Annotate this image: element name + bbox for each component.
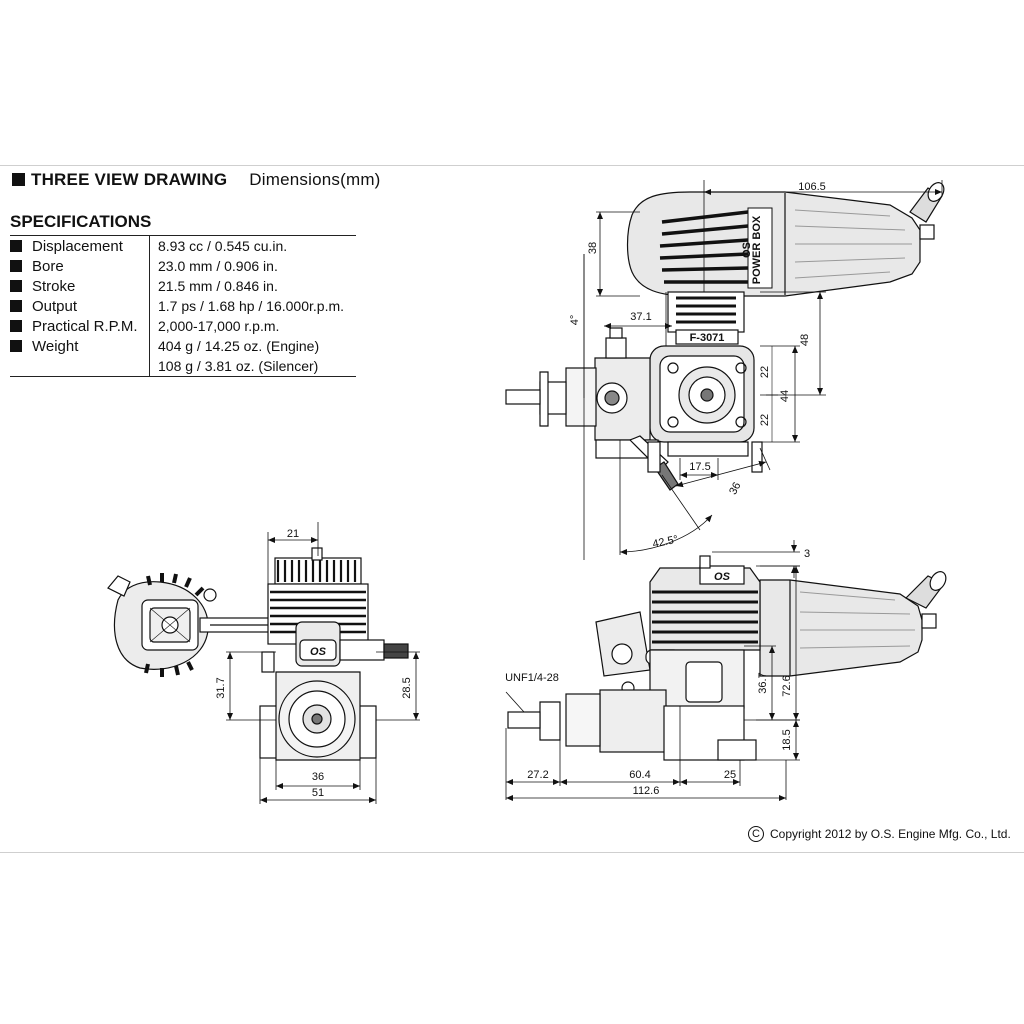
spec-row-weight: Weight 404 g / 14.25 oz. (Engine) [10, 336, 356, 356]
dim-51: 51 [312, 787, 324, 799]
bullet-square-icon [10, 280, 22, 292]
bullet-square-icon [10, 320, 22, 332]
spec-value: 2,000-17,000 r.p.m. [158, 318, 280, 334]
dim-42-5-deg: 42.5° [652, 534, 680, 551]
bullet-square-icon [10, 240, 22, 252]
dim-36-7: 36.7 [757, 672, 769, 693]
engine-logo-side: OS [714, 571, 731, 583]
dim-106-5: 106.5 [798, 181, 826, 193]
dim-3: 3 [804, 548, 810, 560]
dim-48: 48 [799, 334, 811, 346]
dim-21: 21 [287, 528, 299, 540]
header-square-icon [12, 173, 25, 186]
bullet-square-icon [10, 340, 22, 352]
side-view-dimensions [505, 540, 800, 801]
dim-22-upper: 22 [759, 366, 771, 378]
top-view-dimensions [583, 180, 943, 560]
front-view-dim-labels: 21 31.7 28.5 36 51 [215, 528, 413, 799]
spec-row-rpm: Practical R.P.M. 2,000-17,000 r.p.m. [10, 316, 356, 336]
specs-title: SPECIFICATIONS [10, 212, 152, 231]
dim-112-6: 112.6 [633, 785, 660, 797]
top-rule [0, 165, 1024, 166]
dim-17-5: 17.5 [689, 461, 710, 473]
dim-37-1: 37.1 [630, 311, 651, 323]
top-view-dim-labels: 106.5 38 4° 37.1 48 22 44 22 17.5 36 42.… [569, 181, 826, 551]
dim-72-6: 72.6 [781, 675, 793, 696]
spec-row-displacement: Displacement 8.93 cc / 0.545 cu.in. [10, 236, 356, 256]
units-label: Dimensions(mm) [249, 170, 381, 189]
spec-label: Output [32, 297, 78, 315]
front-view: OS [107, 547, 409, 761]
spec-label: Displacement [32, 237, 123, 255]
spec-label: Weight [32, 337, 79, 355]
dim-36-angled: 36 [727, 480, 743, 496]
spec-value: 8.93 cc / 0.545 cu.in. [158, 238, 288, 254]
copyright-icon: C [748, 826, 764, 842]
dim-27-2: 27.2 [527, 769, 548, 781]
model-code-text: F-3071 [690, 332, 725, 344]
dim-18-5: 18.5 [781, 729, 793, 750]
dim-60-4: 60.4 [629, 769, 650, 781]
dim-36-front: 36 [312, 771, 324, 783]
spec-value: 404 g / 14.25 oz. (Engine) [158, 338, 320, 354]
spec-label: Bore [32, 257, 64, 275]
top-view: POWER BOX OS F-3071 [505, 182, 945, 491]
bullet-square-icon [10, 300, 22, 312]
copyright-text: Copyright 2012 by O.S. Engine Mfg. Co., … [770, 827, 1011, 841]
spec-value: 23.0 mm / 0.906 in. [158, 258, 278, 274]
side-view: OS [507, 555, 947, 761]
silencer-top [626, 182, 945, 297]
silencer-logo-text: OS [741, 242, 753, 258]
spec-row-weight-silencer: 108 g / 3.81 oz. (Silencer) [10, 356, 356, 376]
drawing-header: THREE VIEW DRAWING Dimensions(mm) [12, 170, 381, 190]
dim-28-5: 28.5 [401, 677, 413, 698]
spec-value: 1.7 ps / 1.68 hp / 16.000r.p.m. [158, 298, 345, 314]
copyright: C Copyright 2012 by O.S. Engine Mfg. Co.… [748, 826, 1011, 842]
dim-31-7: 31.7 [215, 677, 227, 698]
spec-label: Practical R.P.M. [32, 317, 138, 335]
spec-row-bore: Bore 23.0 mm / 0.906 in. [10, 256, 356, 276]
engine-logo-front: OS [310, 646, 327, 658]
drawing-title: THREE VIEW DRAWING [31, 170, 228, 189]
dim-38: 38 [587, 242, 599, 254]
spec-value: 108 g / 3.81 oz. (Silencer) [158, 358, 319, 374]
dim-44: 44 [779, 390, 791, 402]
spec-value: 21.5 mm / 0.846 in. [158, 278, 278, 294]
dim-22-lower: 22 [759, 414, 771, 426]
spec-label: Stroke [32, 277, 76, 295]
front-view-dimensions [226, 522, 420, 804]
thread-spec: UNF1/4-28 [505, 672, 559, 684]
silencer-brand-text: POWER BOX [751, 215, 763, 284]
bullet-square-icon [10, 260, 22, 272]
dim-4-deg: 4° [569, 315, 581, 326]
side-view-dim-labels: 3 36.7 72.6 18.5 UNF1/4-28 27.2 60.4 25 … [505, 548, 810, 797]
specs-table: Displacement 8.93 cc / 0.545 cu.in. Bore 2… [10, 235, 356, 377]
spec-row-stroke: Stroke 21.5 mm / 0.846 in. [10, 276, 356, 296]
dim-25: 25 [724, 769, 736, 781]
spec-row-output: Output 1.7 ps / 1.68 hp / 16.000r.p.m. [10, 296, 356, 316]
bottom-rule [0, 852, 1024, 853]
